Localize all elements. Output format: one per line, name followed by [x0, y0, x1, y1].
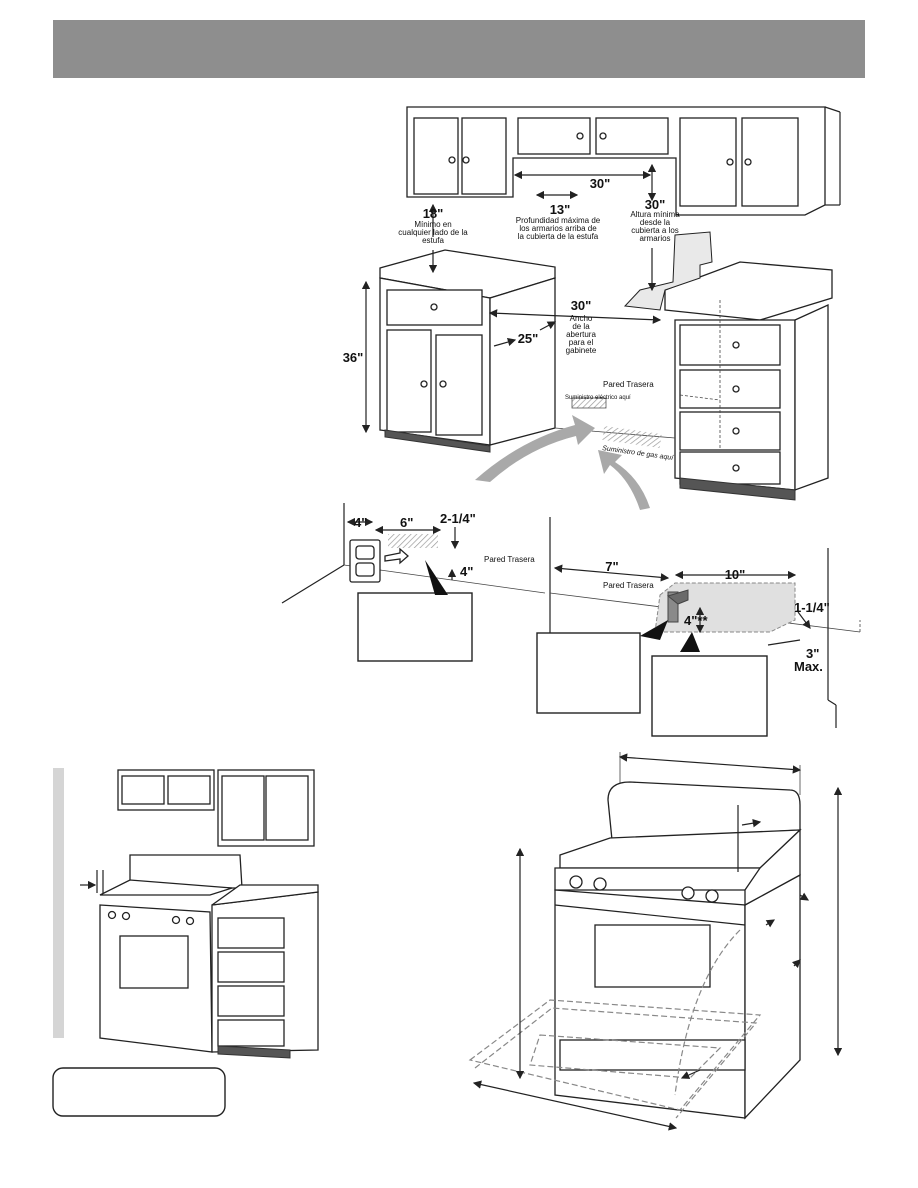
- outlet-detail: [281, 503, 546, 662]
- dim-30-opening: 30": [571, 298, 592, 313]
- max-depth-line-1: Profundidad máxima de: [516, 216, 601, 225]
- min-height-line-2: desde la: [640, 218, 671, 227]
- dim-4-gas: 4"**: [684, 613, 708, 628]
- dim-25: 25": [518, 331, 539, 346]
- max-depth-line-3: la cubierta de la estufa: [518, 232, 599, 241]
- dim-10: 10": [725, 567, 746, 582]
- opening-width-line-2: de la: [572, 322, 590, 331]
- kitchen-opening-diagram: [361, 106, 841, 510]
- range-dimensions-illustration: [468, 752, 843, 1131]
- dim-6: 6": [400, 515, 413, 530]
- back-wall-outlet-label: Pared Trasera: [484, 555, 535, 564]
- installed-range-illustration: [52, 768, 319, 1117]
- dim-7: 7": [605, 559, 618, 574]
- header-bar: [53, 20, 865, 78]
- back-wall-gas-label: Pared Trasera: [603, 581, 654, 590]
- min-height-line-3: cubierta a los: [631, 226, 679, 235]
- electric-supply-label: Suministro eléctrico aquí: [565, 395, 631, 401]
- min-height-line-1: Altura mínima: [630, 210, 680, 219]
- min-side-line-2: cualquier lado de la: [398, 228, 468, 237]
- gas-detail: [536, 517, 861, 737]
- dim-18: 18": [423, 206, 444, 221]
- min-side-line-3: estufa: [422, 236, 444, 245]
- max-depth-line-2: los armarios arriba de: [519, 224, 597, 233]
- dim-2-1-4: 2-1/4": [440, 511, 476, 526]
- min-height-line-4: armarios: [639, 234, 670, 243]
- opening-width-line-1: Ancho: [570, 314, 593, 323]
- dim-30-height: 30": [645, 197, 666, 212]
- dim-36: 36": [343, 350, 364, 365]
- dim-13: 13": [550, 202, 571, 217]
- opening-width-line-3: abertura: [566, 330, 596, 339]
- max-label: Max.: [794, 659, 823, 674]
- dim-4-left: 4": [354, 515, 367, 530]
- opening-width-line-4: para el: [569, 338, 594, 347]
- dim-3: 3": [806, 646, 819, 661]
- back-wall-label: Pared Trasera: [603, 380, 654, 389]
- opening-width-line-5: gabinete: [566, 346, 597, 355]
- dim-4-vert: 4": [460, 564, 473, 579]
- dim-30-top: 30": [590, 176, 611, 191]
- min-side-line-1: Mínimo en: [414, 220, 451, 229]
- dim-1-1-4: 1-1/4": [794, 600, 830, 615]
